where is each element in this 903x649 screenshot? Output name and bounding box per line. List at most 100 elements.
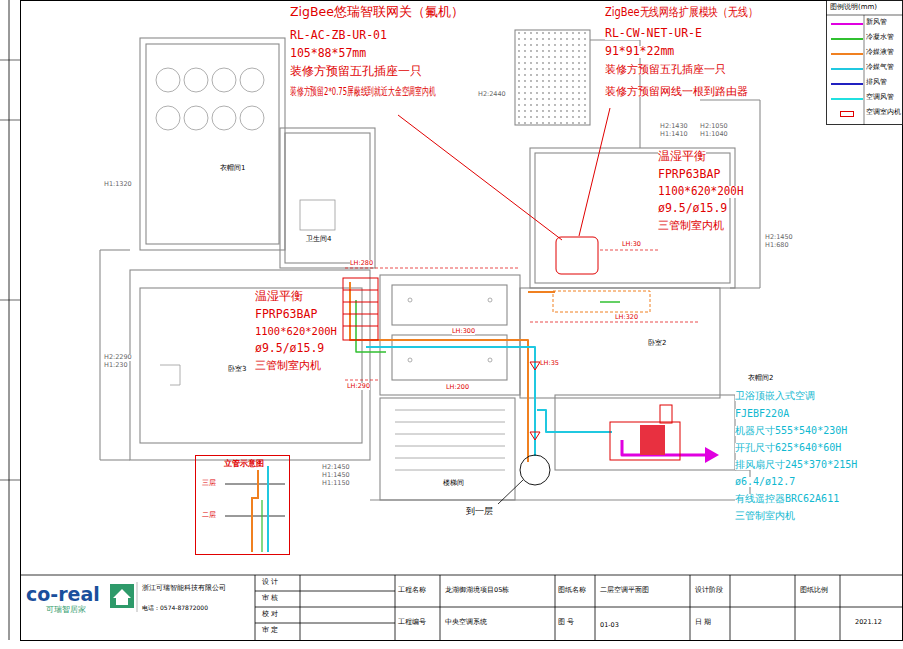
annotation-text: ZigBee悠瑞智联网关（氟机） (290, 6, 464, 19)
legend-swatch (831, 98, 863, 100)
annotation-text: LH:30 (622, 241, 641, 248)
annotation-text: FPRP63BAP (255, 309, 317, 321)
legend-row: 空调风管 (826, 93, 903, 105)
annotation-text: ZigBee无线网络扩展模块（无线） (605, 6, 758, 18)
annotation-text: 温湿平衡 (255, 290, 303, 302)
annotation-text: 卧室3 (228, 366, 246, 373)
annotation-text: 装修方预留网线一根到路由器 (605, 86, 748, 97)
annotation-text: 91*91*22mm (605, 46, 674, 58)
box-text: 立管示意图 (224, 460, 264, 468)
annotation-text: 排风扇尺寸245*370*215H (735, 460, 857, 470)
annotation-text: H2:1450 (322, 464, 350, 471)
annotation-text: 日 期 (695, 619, 711, 626)
annotation-text: H1:1410 (660, 131, 688, 138)
annotation-text: 三管制室内机 (658, 220, 724, 231)
annotation-text: H2:1430 (660, 123, 688, 130)
box-text: 二层 (202, 512, 216, 519)
annotation-text: 01-03 (600, 622, 619, 629)
legend-swatch (831, 53, 863, 55)
legend-swatch (840, 111, 854, 117)
annotation-text: H2:1450 (765, 234, 793, 241)
legend-text: 冷媒气管 (866, 64, 894, 71)
annotation-text: H1:1320 (104, 181, 132, 188)
annotation-text: RL-AC-ZB-UR-01 (290, 30, 387, 42)
annotation-text: 图纸比例 (800, 587, 828, 594)
annotation-text: 审 核 (262, 595, 278, 602)
annotation-text: 二层空调平面图 (600, 587, 649, 594)
annotation-text: H1:680 (765, 242, 789, 249)
annotation-text: 校 对 (262, 611, 278, 618)
legend-row: 新风管 (826, 18, 903, 30)
annotation-text: LH:320 (615, 314, 638, 321)
annotation-text: 三管制室内机 (255, 360, 321, 371)
legend-row: 冷媒气管 (826, 63, 903, 75)
annotation-text: 装修方预留五孔插座一只 (290, 66, 422, 78)
annotation-text: 浙江可瑞智能科技有限公司 (142, 585, 226, 592)
annotation-text: co-real (26, 585, 100, 604)
annotation-text: 有线遥控器BRC62A611 (735, 494, 839, 504)
annotation-text: 三管制室内机 (735, 511, 795, 521)
annotation-text: 中央空调系统 (445, 619, 487, 626)
legend-row: 空调室内机 (826, 108, 903, 120)
annotation-text: FPRP63BAP (658, 169, 720, 181)
legend-swatch (831, 23, 863, 25)
legend-text: 空调风管 (866, 94, 894, 101)
legend-panel: 新风管冷凝水管冷媒液管冷媒气管排风管空调风管空调室内机 (826, 0, 903, 125)
annotation-text: 1100*620*200H (255, 326, 337, 337)
annotation-text: FJEBF220A (735, 409, 789, 419)
annotation-text: 温湿平衡 (658, 150, 706, 162)
legend-row: 排风管 (826, 78, 903, 90)
annotation-text: 装修方预留2*0.75屏蔽线到就近大金空调室内机 (290, 86, 436, 97)
annotation-text: 工程名称 (398, 587, 426, 594)
annotation-text: 装修方预留五孔插座一只 (605, 64, 726, 75)
annotation-text: LH:300 (452, 328, 475, 335)
annotation-text: 衣帽间1 (220, 165, 245, 172)
annotation-text: LH:290 (347, 383, 370, 390)
box-text: 三层 (202, 480, 216, 487)
annotation-text: H1:1040 (700, 131, 728, 138)
annotation-text: 可瑞智居家 (46, 606, 86, 614)
annotation-text: 卫生间4 (306, 236, 331, 243)
legend-text: 冷媒液管 (866, 49, 894, 56)
annotation-text: 1100*620*200H (658, 186, 744, 198)
legend-row: 冷媒液管 (826, 48, 903, 60)
annotation-text: H2:1050 (700, 123, 728, 130)
annotation-text: 设 计 (262, 579, 278, 586)
annotation-text: RL-CW-NET-UR-E (605, 28, 702, 40)
legend-swatch (831, 38, 863, 40)
annotation-text: 工程编号 (398, 619, 426, 626)
legend-text: 排风管 (866, 79, 887, 86)
annotation-text: LH:280 (350, 260, 373, 267)
annotation-text: 图 号 (558, 619, 574, 626)
annotation-text: 衣帽间2 (748, 375, 773, 382)
legend-swatch (831, 83, 863, 85)
annotation-text: H2:2440 (478, 91, 506, 98)
annotation-text: H1:1150 (322, 480, 350, 487)
annotation-text: 机器尺寸555*540*230H (735, 426, 847, 436)
annotation-text: H1:1450 (322, 472, 350, 479)
annotation-text: H1:230 (104, 362, 128, 369)
annotation-text: H2:2290 (104, 354, 132, 361)
annotation-text: 卫浴顶嵌入式空调 (735, 391, 815, 401)
annotation-text: LH:35 (540, 360, 559, 367)
annotation-text: LH:200 (446, 384, 469, 391)
legend-text: 冷凝水管 (866, 34, 894, 41)
annotation-text: 审 定 (262, 627, 278, 634)
annotation-text: 开孔尺寸625*640*60H (735, 443, 841, 453)
annotation-text: 105*88*57mm (290, 48, 366, 60)
annotation-text: ø9.5/ø15.9 (658, 203, 727, 215)
riser-diagram-box: 立管示意图三层二层 (195, 455, 290, 555)
legend-row: 冷凝水管 (826, 33, 903, 45)
legend-text: 新风管 (866, 19, 887, 26)
annotation-text: ø6.4/ø12.7 (735, 477, 795, 487)
annotation-text: 到一层 (466, 507, 493, 516)
annotation-text: 图纸名称 (558, 587, 586, 594)
annotation-text: 设计阶段 (695, 587, 723, 594)
legend-text: 空调室内机 (866, 109, 901, 116)
legend-swatch (831, 68, 863, 70)
annotation-text: 楼梯间 (443, 480, 464, 487)
annotation-text: 龙湖御湖境项目05栋 (445, 587, 509, 594)
annotation-text: 2021.12 (855, 619, 882, 626)
